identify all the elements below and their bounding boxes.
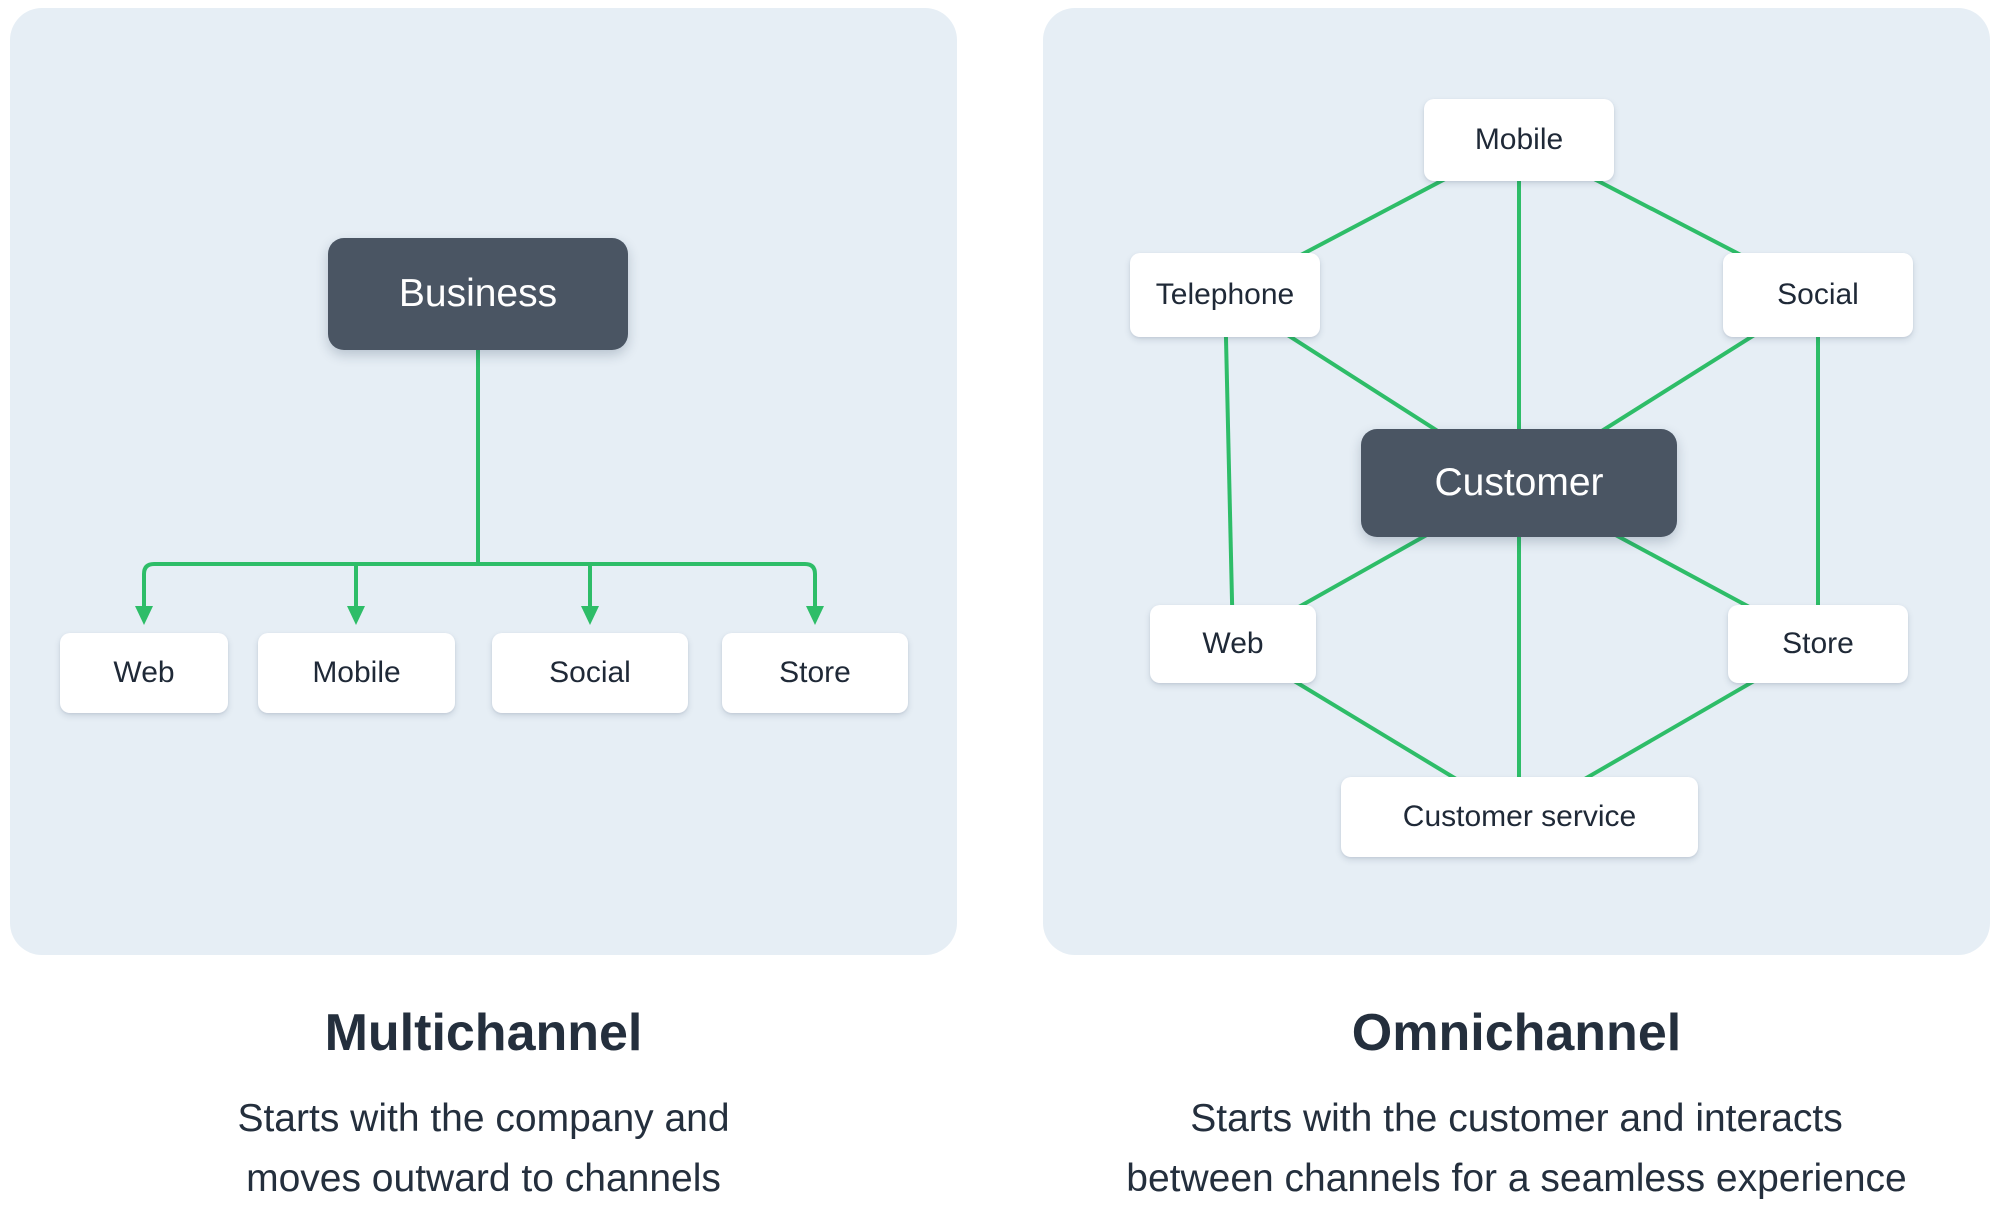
branch-connector-line	[142, 562, 817, 608]
multichannel-section: Business Web Mobile Social Store Multich…	[10, 8, 957, 1210]
store-channel-node: Store	[722, 633, 908, 713]
web-node: Web	[1150, 605, 1316, 683]
edge-telephone-web	[1223, 294, 1235, 645]
web-channel-node: Web	[60, 633, 228, 713]
omnichannel-description: Starts with the customer and interacts b…	[1043, 1089, 1990, 1210]
omnichannel-title: Omnichannel	[1351, 1004, 1682, 1062]
multichannel-title: Multichannel	[324, 1004, 643, 1062]
customer-service-node: Customer service	[1341, 777, 1698, 857]
omnichannel-section: Mobile Telephone Social Customer Web Sto…	[1043, 8, 1990, 1210]
multichannel-connectors	[135, 328, 824, 625]
store-node: Store	[1728, 605, 1908, 683]
social-node: Social	[1723, 253, 1913, 337]
description-line-1: Starts with the company and	[237, 1097, 730, 1140]
business-node: Business	[328, 238, 628, 350]
telephone-node: Telephone	[1130, 253, 1320, 337]
social-channel-node: Social	[492, 633, 688, 713]
description-line-2: between channels for a seamless experien…	[1126, 1157, 1907, 1201]
description-line-1: Starts with the customer and interacts	[1190, 1097, 1843, 1140]
mobile-channel-node: Mobile	[258, 633, 455, 713]
multichannel-diagram-panel: Business Web Mobile Social Store	[10, 8, 957, 955]
mobile-node: Mobile	[1424, 99, 1614, 181]
omnichannel-diagram-panel: Mobile Telephone Social Customer Web Sto…	[1043, 8, 1990, 955]
multichannel-description: Starts with the company and moves outwar…	[10, 1089, 957, 1210]
customer-node: Customer	[1361, 429, 1677, 537]
description-line-2: moves outward to channels	[246, 1157, 721, 1201]
